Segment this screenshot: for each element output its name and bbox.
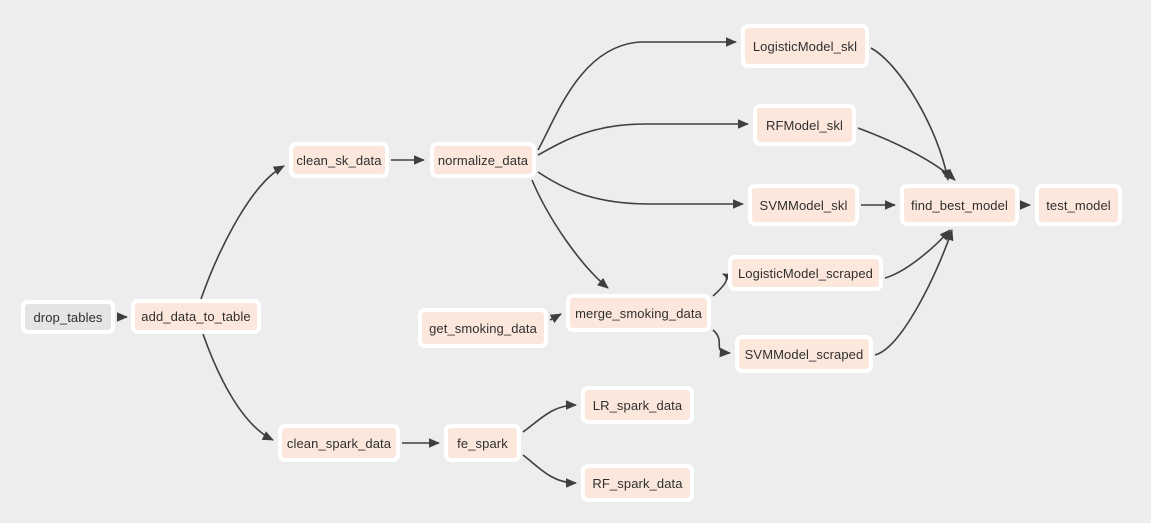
edge-add_data_to_table-to-clean_sk_data — [200, 165, 285, 300]
node-test_model[interactable]: test_model — [1035, 184, 1122, 226]
node-fe_spark[interactable]: fe_spark — [444, 424, 521, 462]
node-label: fe_spark — [457, 435, 508, 451]
edge-normalize_data-to-RFModel_skl — [537, 119, 749, 156]
node-SVMModel_skl[interactable]: SVMModel_skl — [748, 184, 859, 226]
edge-RFModel_skl-to-find_best_model — [857, 127, 956, 181]
edge-normalize_data-to-SVMModel_skl — [537, 171, 744, 209]
node-label: RFModel_skl — [766, 117, 843, 133]
node-clean_spark_data[interactable]: clean_spark_data — [278, 424, 400, 462]
edge-normalize_data-to-LogisticModel_skl — [537, 37, 737, 151]
node-label: SVMModel_skl — [759, 197, 848, 213]
node-drop_tables[interactable]: drop_tables — [21, 300, 115, 334]
edge-LogisticModel_skl-to-find_best_model — [870, 47, 951, 181]
node-clean_sk_data[interactable]: clean_sk_data — [289, 142, 389, 178]
node-SVMModel_scraped[interactable]: SVMModel_scraped — [735, 335, 873, 373]
edge-merge_smoking_data-to-LogisticModel_scraped — [712, 273, 735, 297]
node-label: drop_tables — [33, 309, 103, 325]
node-label: SVMModel_scraped — [744, 346, 864, 362]
edge-merge_smoking_data-to-SVMModel_scraped — [712, 329, 731, 358]
node-label: add_data_to_table — [141, 309, 251, 324]
node-RF_spark_data[interactable]: RF_spark_data — [581, 464, 694, 502]
node-label: LogisticModel_scraped — [737, 265, 874, 281]
node-label: LogisticModel_skl — [752, 38, 858, 54]
node-label: test_model — [1046, 197, 1111, 213]
node-label: RF_spark_data — [592, 475, 683, 491]
node-LogisticModel_scraped[interactable]: LogisticModel_scraped — [728, 255, 883, 291]
edge-fe_spark-to-LR_spark_data — [522, 400, 577, 433]
edge-SVMModel_scraped-to-find_best_model — [874, 229, 954, 356]
edge-add_data_to_table-to-clean_spark_data — [202, 333, 274, 441]
node-label: clean_spark_data — [286, 435, 392, 451]
node-get_smoking_data[interactable]: get_smoking_data — [418, 308, 548, 348]
node-add_data_to_table[interactable]: add_data_to_table — [131, 299, 261, 334]
edge-fe_spark-to-RF_spark_data — [522, 454, 577, 488]
edge-normalize_data-to-merge_smoking_data — [531, 179, 609, 289]
node-label: clean_sk_data — [296, 152, 382, 168]
node-normalize_data[interactable]: normalize_data — [430, 142, 536, 178]
node-label: get_smoking_data — [429, 320, 537, 336]
edges-group — [116, 37, 1031, 488]
node-label: merge_smoking_data — [575, 305, 702, 321]
node-label: LR_spark_data — [592, 397, 683, 413]
edge-LogisticModel_scraped-to-find_best_model — [884, 229, 951, 279]
node-label: normalize_data — [437, 152, 529, 168]
node-LogisticModel_skl[interactable]: LogisticModel_skl — [741, 24, 869, 68]
node-find_best_model[interactable]: find_best_model — [900, 184, 1019, 226]
node-LR_spark_data[interactable]: LR_spark_data — [581, 386, 694, 424]
edge-get_smoking_data-to-merge_smoking_data — [549, 313, 562, 324]
node-merge_smoking_data[interactable]: merge_smoking_data — [566, 294, 711, 332]
node-RFModel_skl[interactable]: RFModel_skl — [753, 104, 856, 146]
node-label: find_best_model — [911, 197, 1008, 213]
